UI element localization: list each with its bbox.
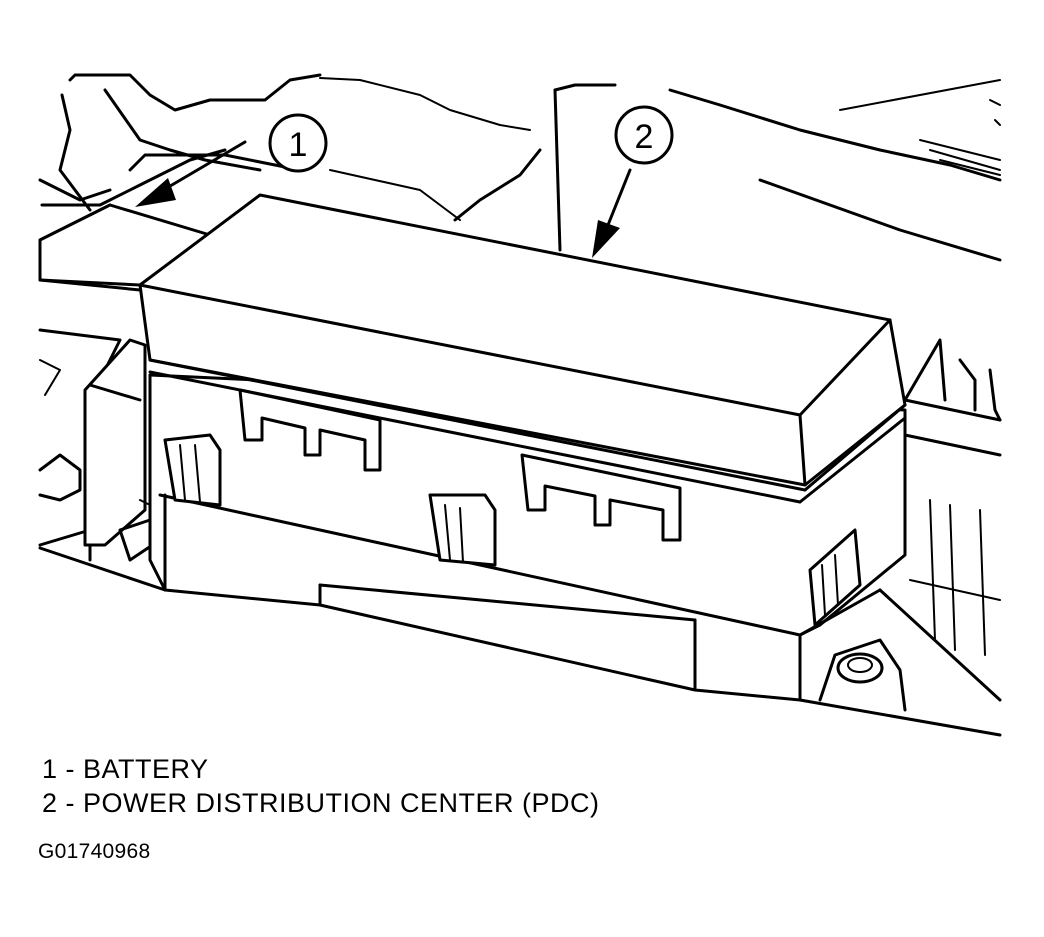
callout-1-arrowhead: [135, 178, 176, 207]
pdc-latch-right: [520, 453, 682, 542]
legend: 1 - BATTERY 2 - POWER DISTRIBUTION CENTE…: [42, 752, 600, 820]
pdc-location-illustration: 1 2: [38, 73, 1002, 737]
figure-code: G01740968: [38, 840, 151, 863]
callout-2-arrowhead: [592, 220, 620, 258]
callout-1-leader: [158, 140, 247, 194]
callout-1: 1: [135, 113, 328, 207]
callout-2-circle: [614, 105, 674, 165]
callout-1-circle: [268, 113, 328, 173]
callout-2-number: 2: [635, 118, 654, 156]
pdc-latch-left: [238, 388, 382, 472]
legend-item-pdc: 2 - POWER DISTRIBUTION CENTER (PDC): [42, 788, 600, 818]
mounting-bolt: [818, 638, 907, 712]
pdc-side-tab-right: [808, 528, 862, 627]
floor-line: [38, 546, 1002, 737]
pdc-left-bracket: [83, 338, 162, 562]
pdc-side-tab-center: [428, 493, 497, 567]
pdc-side-tab-left: [163, 433, 222, 507]
callout-1-number: 1: [289, 126, 308, 164]
legend-item-battery: 1 - BATTERY: [42, 754, 209, 784]
callout-2-leader: [606, 168, 632, 227]
callout-2: 2: [592, 105, 674, 258]
